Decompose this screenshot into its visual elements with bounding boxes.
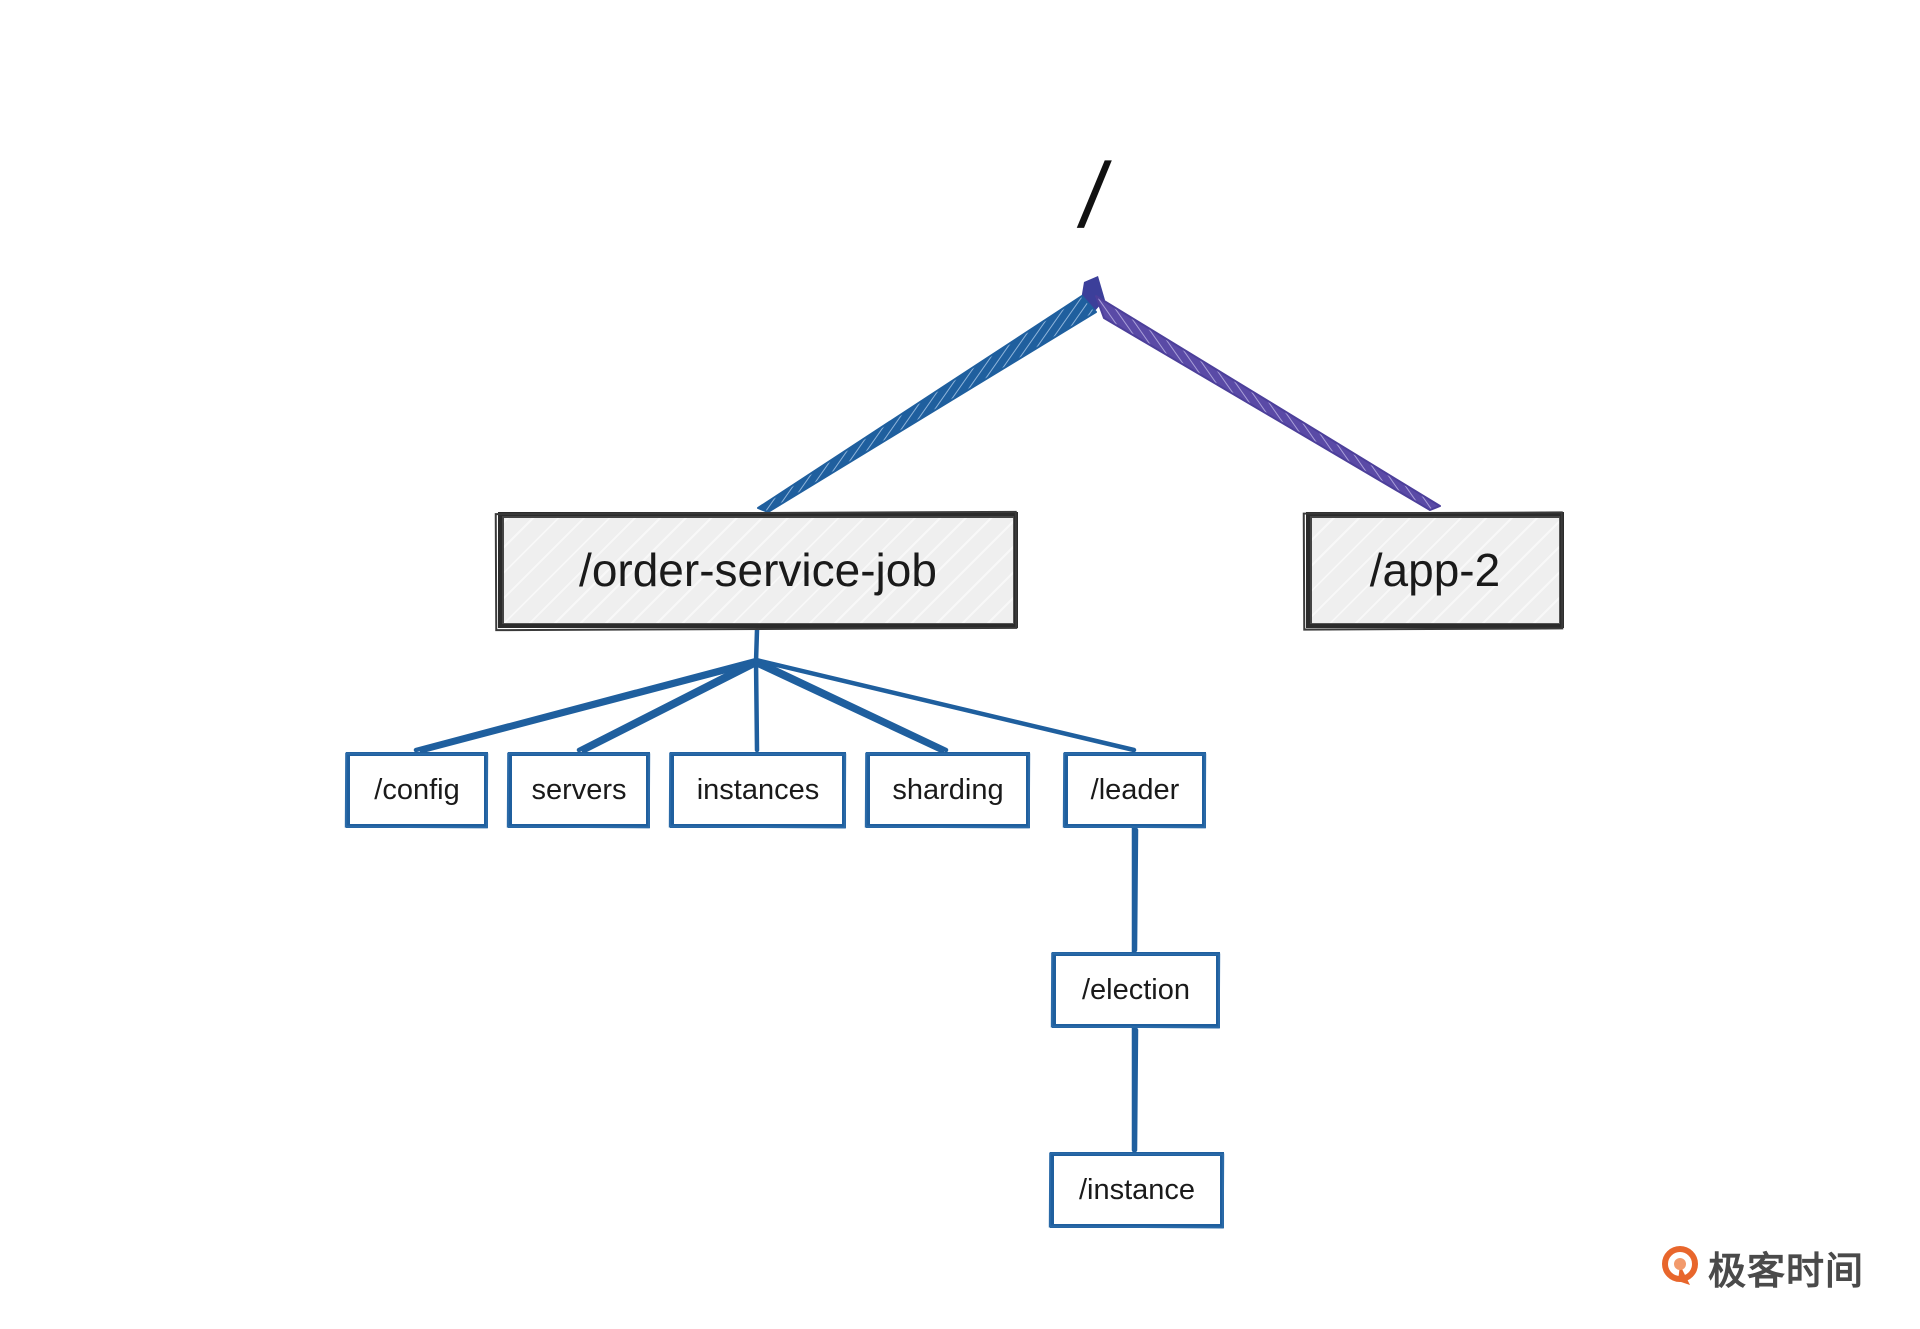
node-instances: instances xyxy=(670,752,846,828)
edge-order-servers-2 xyxy=(581,661,759,754)
geektime-logo-text: 极客时间 xyxy=(1708,1249,1865,1293)
node-instances-label: instances xyxy=(696,773,820,806)
node-sharding: sharding xyxy=(866,752,1030,828)
edge-order-sharding-2 xyxy=(753,661,945,754)
node-election: /election xyxy=(1052,952,1220,1028)
node-leader-label: /leader xyxy=(1090,773,1180,806)
node-config-label: /config xyxy=(374,773,460,806)
node-instance: /instance xyxy=(1050,1152,1224,1228)
node-order-service-job: /order-service-job xyxy=(498,512,1018,628)
node-app-2: /app-2 xyxy=(1306,512,1564,628)
node-app-2-label: /app-2 xyxy=(1369,544,1501,596)
node-leader: /leader xyxy=(1064,752,1206,828)
edge-order-sharding xyxy=(753,657,949,753)
geektime-logo: 极客时间 xyxy=(1660,1240,1864,1295)
edge-order-instances xyxy=(753,657,760,753)
node-instance-label: /instance xyxy=(1078,1173,1196,1206)
edge-leader-election-2 xyxy=(1132,827,1139,953)
geektime-logo-icon xyxy=(1660,1245,1700,1291)
node-order-service-job-label: /order-service-job xyxy=(579,544,937,596)
node-servers: servers xyxy=(508,752,650,828)
edge-order-servers xyxy=(576,657,759,753)
edge-order-leader xyxy=(753,657,1137,753)
node-sharding-label: sharding xyxy=(892,773,1004,806)
edge-root-order-service-job xyxy=(757,295,1097,513)
edge-order-config-2 xyxy=(419,660,759,754)
node-election-label: /election xyxy=(1081,973,1190,1006)
edge-order-config xyxy=(413,657,759,753)
edge-election-instance-2 xyxy=(1132,1027,1139,1153)
node-config: /config xyxy=(346,752,488,828)
edge-root-app-2 xyxy=(1095,295,1441,511)
node-servers-label: servers xyxy=(531,773,627,806)
edge-stem-order-service-job xyxy=(753,627,760,665)
